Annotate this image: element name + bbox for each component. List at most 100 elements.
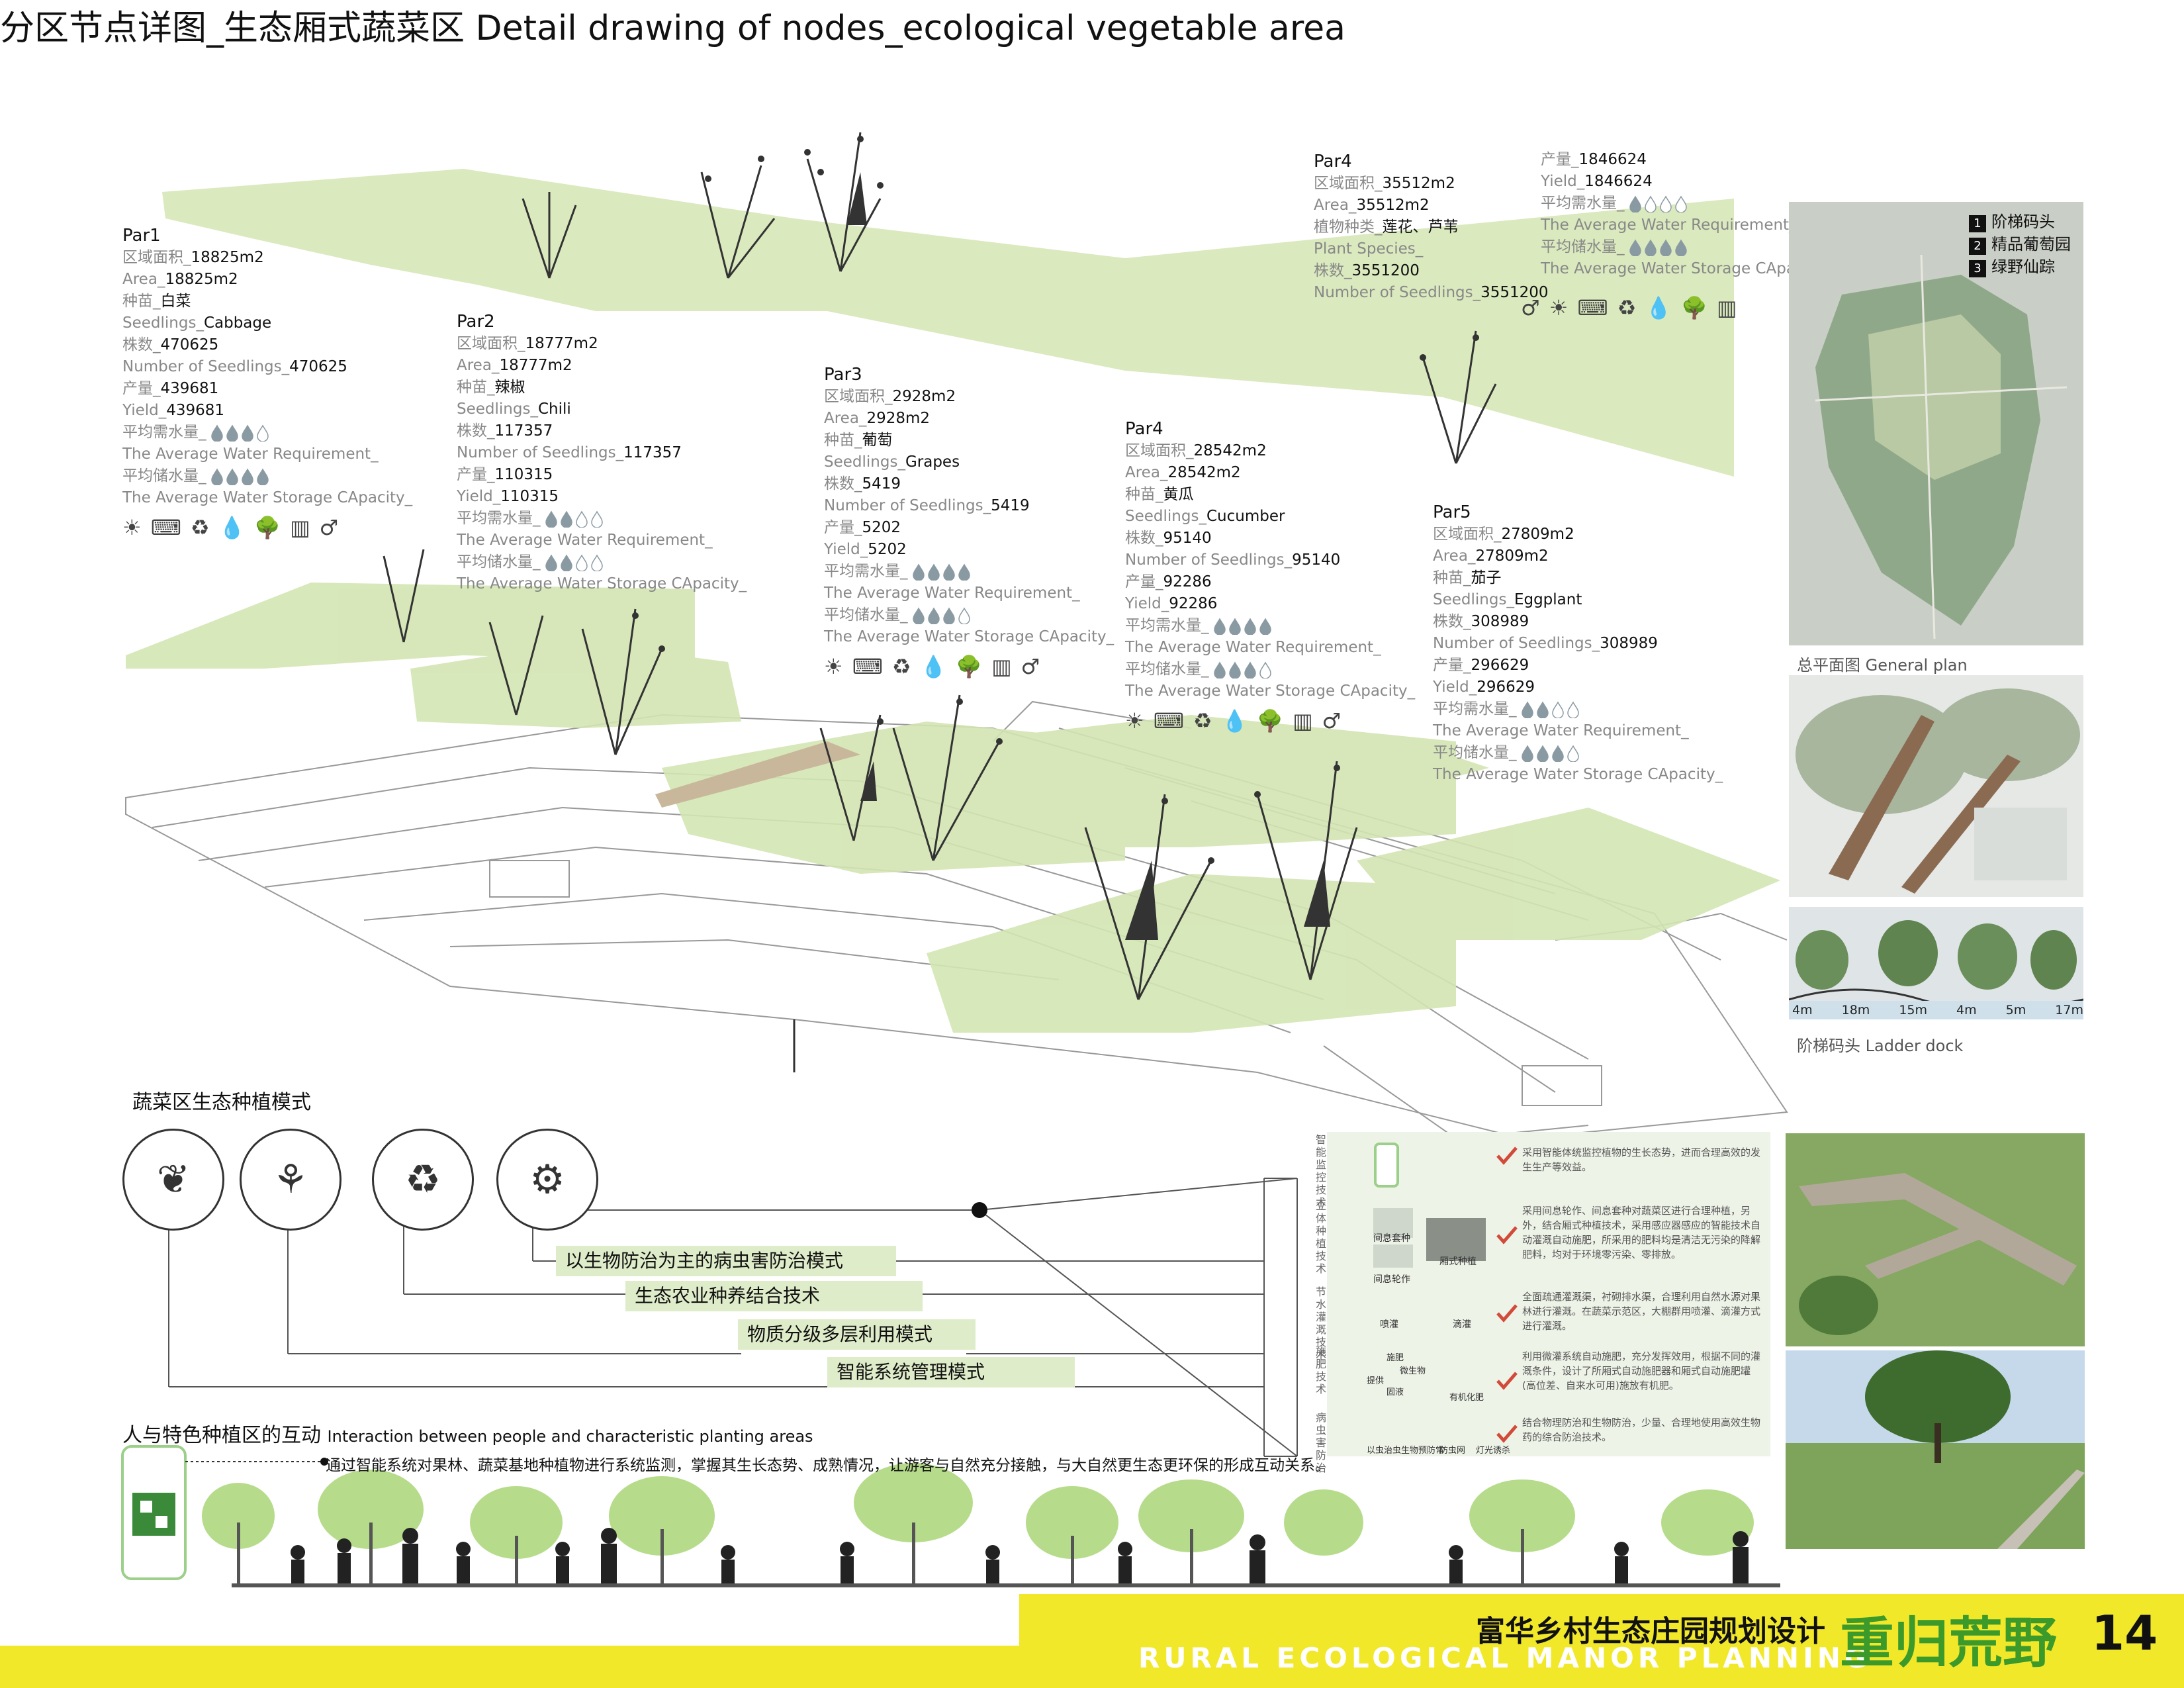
tech-caption: 厢式种植 xyxy=(1439,1256,1477,1267)
parcel-value: 28542m2 xyxy=(1167,464,1241,481)
sun-icon: ☀ xyxy=(1549,295,1569,320)
drop-icon: 💧 xyxy=(1221,708,1248,733)
parcel-value: 黄瓜 xyxy=(1163,486,1194,503)
parcel-label: 种苗_ xyxy=(457,379,495,396)
check-icon xyxy=(1496,1372,1518,1390)
water-drop-icon xyxy=(210,467,223,485)
mode-connectors xyxy=(168,1178,1298,1457)
parcel-value: 35512m2 xyxy=(1382,175,1455,192)
parcel-value: 110315 xyxy=(494,466,553,483)
parcel-value: 18825m2 xyxy=(165,271,238,288)
tech-caption: 固液 xyxy=(1387,1387,1404,1397)
tech-caption: 灯光诱杀 xyxy=(1476,1446,1511,1456)
dimension-label: 18m xyxy=(1841,1003,1870,1017)
parcel-icons: ☀⌨♻💧🌳▥♂ xyxy=(1125,710,1415,732)
dimension-label: 17m xyxy=(2055,1003,2083,1017)
parcel-info-par4-top: Par4 区域面积_35512m2 Area_35512m2 植物种类_莲花、芦… xyxy=(1314,151,1549,304)
water-drop-icon xyxy=(256,467,269,485)
parcel-title: Par4 xyxy=(1125,419,1163,439)
tech-3d-planting: 立体种植技术 间息套种 厢式种植 间息轮作 采用间息轮作、间息套种对蔬菜区进行合… xyxy=(1316,1198,1770,1286)
water-drops xyxy=(545,553,606,571)
tech-label: 病虫害防治 xyxy=(1316,1411,1327,1474)
tech-caption: 以虫治虫生物预防常 xyxy=(1367,1446,1445,1456)
footer-title-cn: 富华乡村生态庄园规划设计 xyxy=(1476,1615,1825,1648)
water-drop-icon xyxy=(1228,617,1241,635)
parcel-label: Yield_ xyxy=(824,541,868,558)
tech-text: 全面疏通灌溉渠，衬砌排水渠，合理利用自然水源对果林进行灌溉。在蔬菜示范区，大棚群… xyxy=(1522,1291,1761,1332)
parcel-icons: ☀⌨♻💧🌳▥♂ xyxy=(122,517,412,539)
interaction-text: 通过智能系统对果林、蔬菜基地种植物进行系统监测，掌握其生长态势、成熟情况，让游客… xyxy=(326,1457,1330,1474)
parcel-value: 110315 xyxy=(500,488,559,505)
parcel-value: Eggplant xyxy=(1514,591,1582,608)
parcel-label: 平均需水量_ xyxy=(457,510,541,527)
parcel-label: Yield_ xyxy=(122,402,167,419)
parcel-label: The Average Water Requirement_ xyxy=(122,445,379,463)
water-drop-icon xyxy=(1536,700,1549,718)
wetland-render xyxy=(1786,1350,2085,1549)
interaction-heading: 人与特色种植区的互动 Interaction between people an… xyxy=(122,1419,813,1448)
tree-icon: 🌳 xyxy=(956,654,983,679)
check-icon xyxy=(1496,1226,1518,1244)
parcel-value: 92286 xyxy=(1169,595,1218,612)
tech-pest-control: 病虫害防治 以虫治虫生物预防常 防虫网 灯光诱杀 结合物理防治和生物防治，少量、… xyxy=(1316,1410,1770,1474)
tree-leaves xyxy=(632,136,1479,940)
person-icon: ♂ xyxy=(1521,295,1540,320)
tech-label: 智能监控技术 xyxy=(1316,1133,1327,1209)
section-dimensions: 4m 18m 15m 4m 5m 17m xyxy=(1792,1003,2083,1017)
parcel-value: 27809m2 xyxy=(1501,526,1574,543)
parcel-label: 区域面积_ xyxy=(1125,442,1194,459)
parcel-label: 区域面积_ xyxy=(122,249,191,266)
wood-deck xyxy=(655,741,860,808)
legend-number: 3 xyxy=(1969,260,1986,277)
person-icon: ♂ xyxy=(319,515,339,540)
parcel-label: 区域面积_ xyxy=(457,335,525,352)
parcel-label: The Average Water Storage CApacity_ xyxy=(1433,766,1723,783)
map-sketch xyxy=(1789,202,2083,645)
parcel-label: 株数_ xyxy=(1314,262,1352,279)
water-drop-icon xyxy=(241,467,253,485)
water-drop-icon xyxy=(1629,195,1641,212)
water-drop-icon xyxy=(590,510,603,528)
water-drop-icon xyxy=(927,606,940,624)
parcel-label: The Average Water Storage CApacity_ xyxy=(1541,260,1831,277)
mode-circle-recycling: ♻ xyxy=(372,1129,474,1231)
parcel-value: 18777m2 xyxy=(499,357,572,374)
parcel-label: Seedlings_ xyxy=(824,453,905,471)
water-drop-icon xyxy=(226,424,238,442)
parcel-label: The Average Water Requirement_ xyxy=(457,532,713,549)
water-drops xyxy=(912,606,973,624)
parcel-value: 117357 xyxy=(623,444,682,461)
interaction-silhouettes xyxy=(202,1463,1780,1587)
parcel-label: 产量_ xyxy=(1125,573,1163,590)
water-drops xyxy=(1629,238,1690,256)
general-plan-map xyxy=(1789,202,2083,645)
person-icon: ♂ xyxy=(1021,654,1040,679)
water-drops xyxy=(912,563,973,581)
parcel-label: 平均储水量_ xyxy=(1125,661,1209,678)
parcel-label: 平均储水量_ xyxy=(1541,238,1625,256)
planting-mode-heading: 蔬菜区生态种植模式 xyxy=(132,1091,311,1114)
parcel-label: The Average Water Requirement_ xyxy=(1541,216,1797,234)
parcel-title: Par5 xyxy=(1433,502,1471,522)
tech-caption: 施肥 xyxy=(1387,1353,1404,1363)
check-icon xyxy=(1496,1425,1518,1443)
parcel-value: 5419 xyxy=(862,475,901,492)
interaction-heading-cn: 人与特色种植区的互动 xyxy=(122,1424,321,1447)
parcel-label: 产量_ xyxy=(1433,657,1471,674)
parcel-label: 产量_ xyxy=(122,380,161,397)
tech-caption: 提供 xyxy=(1367,1376,1385,1386)
parcel-info-par5: Par5 区域面积_27809m2 Area_27809m2 种苗_茄子 See… xyxy=(1433,502,1723,786)
parcel-label: 平均需水量_ xyxy=(1125,617,1209,634)
dimension-label: 4m xyxy=(1956,1003,1977,1017)
building-icon: ▥ xyxy=(1293,708,1313,733)
laptop-icon: ⌨ xyxy=(150,515,181,540)
footer-title-en: RURAL ECOLOGICAL MANOR PLANNING xyxy=(1138,1642,1872,1674)
parcel-label: Number of Seedlings_ xyxy=(1125,551,1293,569)
parcel-info-par4: Par4 区域面积_28542m2 Area_28542m2 种苗_黄瓜 See… xyxy=(1125,418,1415,732)
mode-circle-pest-control: ❦ xyxy=(122,1129,224,1231)
water-drops xyxy=(210,424,271,442)
tech-caption: 微生物 xyxy=(1400,1366,1426,1376)
water-drop-icon xyxy=(1659,195,1672,212)
